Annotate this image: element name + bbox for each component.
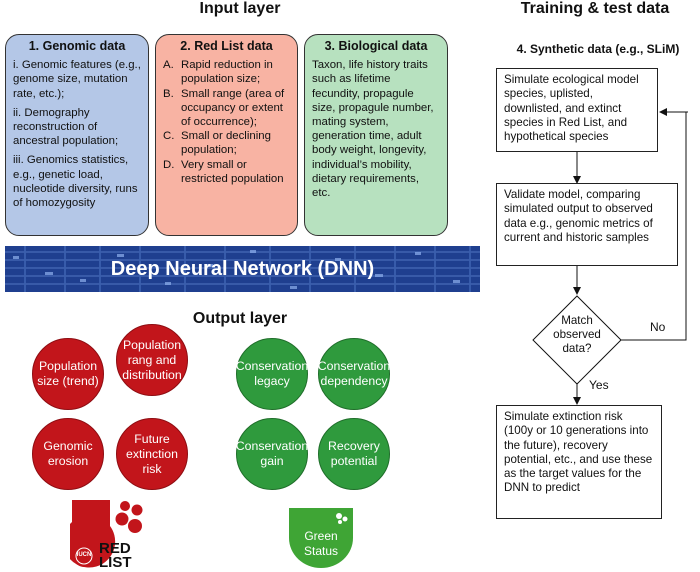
red-list-item: B. Small range (area of occupancy or exte… (163, 87, 290, 130)
output-recovery-potential-circle: Recovery potential (318, 418, 390, 490)
red-list-item: A. Rapid reduction in population size; (163, 58, 290, 86)
output-conservation-dependency-circle: Conservation dependency (318, 338, 390, 410)
output-population-range-circle: Population rang and distribution (116, 324, 188, 396)
output-conservation-gain-circle: Conservation gain (236, 418, 308, 490)
training-header: Training & test data (520, 0, 670, 17)
iucn-red-list-logo: IUCN RED LIST (70, 500, 180, 570)
red-list-item: D. Very small or restricted population (163, 158, 290, 186)
output-layer-header: Output layer (192, 310, 288, 327)
red-list-data-box: 2. Red List data A. Rapid reduction in po… (155, 34, 298, 236)
red-list-data-title: 2. Red List data (180, 39, 273, 53)
output-population-size-circle: Population size (trend) (32, 338, 104, 410)
output-extinction-risk-circle: Future extinction risk (116, 418, 188, 490)
output-conservation-legacy-circle: Conservation legacy (236, 338, 308, 410)
yes-label: Yes (589, 378, 609, 392)
genomic-data-box: 1. Genomic data i. Genomic features (e.g… (5, 34, 149, 236)
circuit-pattern (5, 246, 480, 292)
red-list-item-text: Small or declining population; (181, 130, 271, 157)
red-list-text-line1: RED (99, 540, 131, 557)
red-list-text-line2: LIST (99, 554, 132, 571)
genomic-item: i. Genomic features (e.g., genome size, … (13, 59, 141, 100)
iucn-text: IUCN (76, 552, 92, 558)
genomic-data-title: 1. Genomic data (28, 39, 126, 53)
biological-data-text: Taxon, life history traits such as lifet… (312, 59, 434, 200)
synthetic-data-title: 4. Synthetic data (e.g., SLiM) (516, 42, 680, 56)
red-list-item: C. Small or declining population; (163, 129, 290, 157)
flow-box-simulate-extinction-risk: Simulate extinction risk (100y or 10 gen… (496, 405, 662, 519)
green-status-text-line2: Status (303, 544, 339, 558)
biological-data-title: 3. Biological data (324, 39, 428, 53)
red-list-item-key: C. (163, 130, 175, 143)
input-layer-header: Input layer (199, 0, 281, 17)
dnn-banner: Deep Neural Network (DNN) (5, 246, 480, 292)
red-list-item-text: Very small or restricted population (181, 158, 284, 185)
genomic-item: iii. Genomics statistics, e.g., genetic … (13, 154, 138, 210)
green-status-logo-icon (289, 508, 353, 568)
genomic-item: ii. Demography reconstruction of ancestr… (13, 106, 119, 148)
green-status-logo: Green Status (289, 508, 353, 568)
output-genomic-erosion-circle: Genomic erosion (32, 418, 104, 490)
flow-box-validate-model: Validate model, comparing simulated outp… (496, 183, 678, 266)
red-list-item-text: Small range (area of occupancy or extent… (181, 87, 285, 129)
biological-data-box: 3. Biological data Taxon, life history t… (304, 34, 448, 236)
flow-box-simulate-model: Simulate ecological model species, uplis… (496, 68, 658, 152)
red-list-logo-icon (70, 500, 143, 568)
decision-label: Match observed data? (553, 314, 601, 355)
red-list-item-key: B. (163, 87, 174, 100)
dnn-label: Deep Neural Network (DNN) (110, 258, 375, 280)
no-label: No (650, 320, 666, 334)
red-list-item-key: A. (163, 59, 174, 72)
red-list-item-text: Rapid reduction in population size; (181, 59, 273, 86)
red-list-item-key: D. (163, 158, 175, 171)
green-status-text-line1: Green (304, 529, 338, 543)
